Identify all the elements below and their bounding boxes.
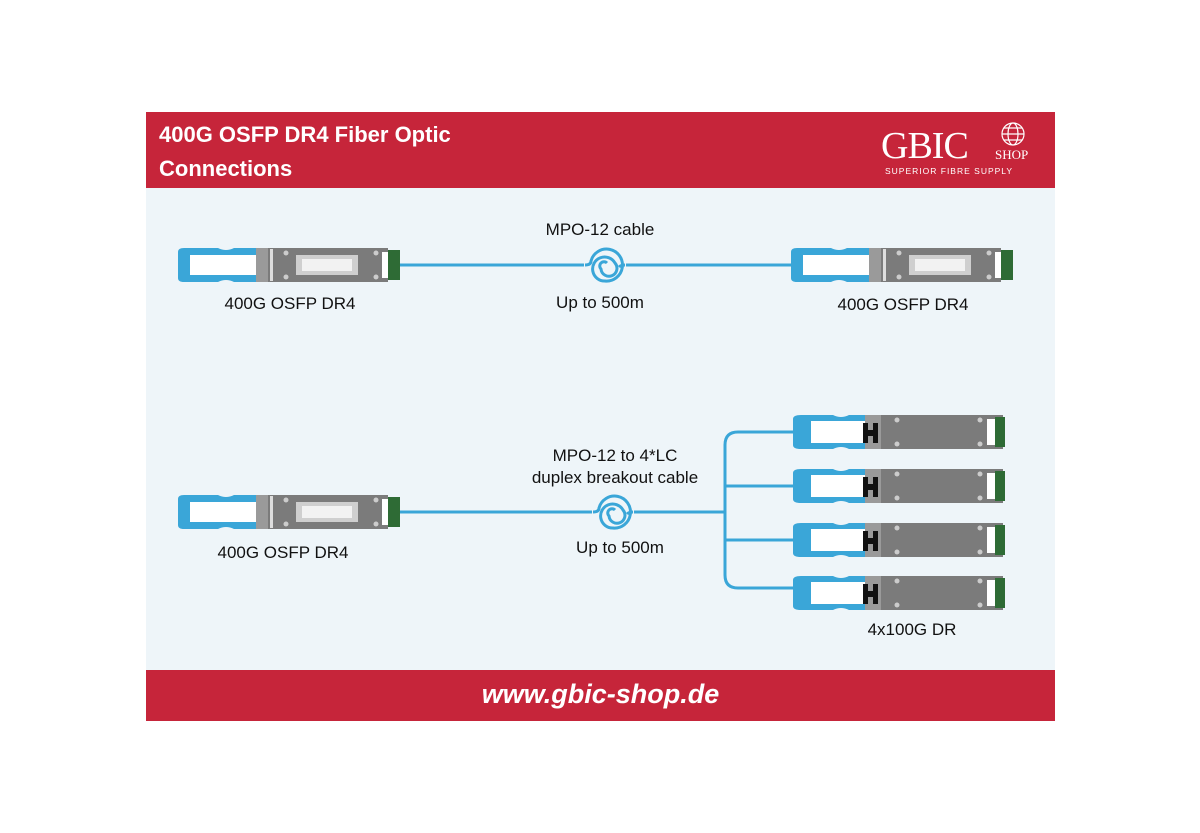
- breakout-cable-label-2: duplex breakout cable: [531, 468, 699, 487]
- infographic-panel: 400G OSFP DR4 Fiber Optic Connections GB…: [146, 112, 1055, 721]
- left-module-label: 400G OSFP DR4: [224, 294, 356, 313]
- breakout-distance-label: Up to 500m: [576, 538, 664, 557]
- website-url[interactable]: www.gbic-shop.de: [481, 679, 720, 709]
- distance-label: Up to 500m: [556, 293, 644, 312]
- breakout-cable-label-1: MPO-12 to 4*LC: [552, 446, 678, 465]
- cable-lines: [400, 263, 793, 590]
- header-bar: 400G OSFP DR4 Fiber Optic Connections GB…: [146, 112, 1055, 188]
- right-module-label: 400G OSFP DR4: [837, 295, 969, 314]
- globe-icon: [1001, 122, 1025, 146]
- breakout-source-label: 400G OSFP DR4: [217, 543, 349, 562]
- footer-bar: www.gbic-shop.de: [146, 670, 1055, 721]
- page-title: 400G OSFP DR4 Fiber Optic Connections: [159, 122, 451, 181]
- cable-label: MPO-12 cable: [545, 220, 655, 239]
- dr-modules-label: 4x100G DR: [867, 620, 957, 639]
- gbic-shop-logo: GBIC SHOP SUPERIOR FIBRE SUPPLY: [881, 120, 1041, 180]
